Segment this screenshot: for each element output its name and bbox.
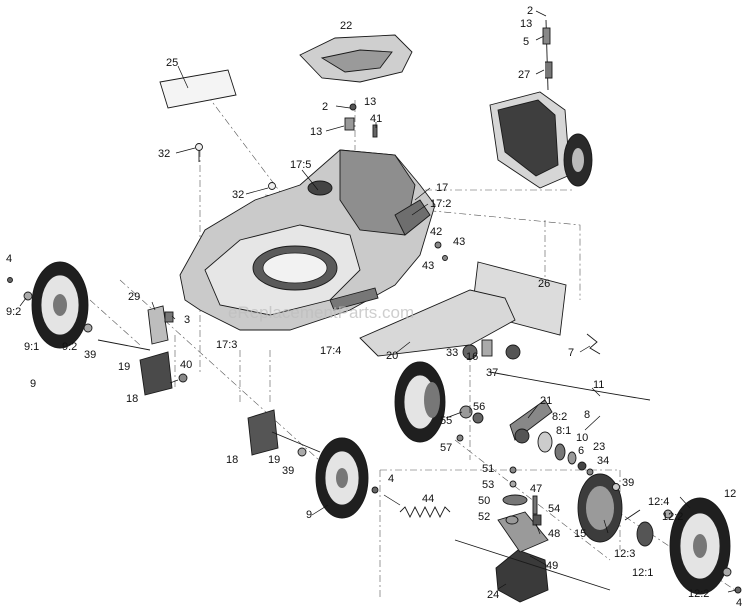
part-44-spring xyxy=(399,505,451,519)
part-15-wheel-cover xyxy=(577,473,623,543)
transmission-assembly xyxy=(454,466,611,603)
callout-2-top: 2 xyxy=(527,5,533,17)
callout-39-b: 39 xyxy=(282,465,294,477)
callout-51: 51 xyxy=(482,463,494,475)
callout-7: 7 xyxy=(568,347,574,359)
callout-8-2: 8:2 xyxy=(552,411,567,423)
callout-54: 54 xyxy=(548,503,560,515)
deck-hardware xyxy=(195,103,448,261)
callout-44: 44 xyxy=(422,493,434,505)
callout-43-a: 43 xyxy=(453,236,465,248)
callout-3: 3 xyxy=(184,314,190,326)
callout-9-a: 9 xyxy=(30,378,36,390)
callout-27: 27 xyxy=(518,69,530,81)
callout-37: 37 xyxy=(486,367,498,379)
callout-17-5: 17:5 xyxy=(290,159,311,171)
callout-29: 29 xyxy=(128,291,140,303)
callout-25: 25 xyxy=(166,57,178,69)
pinion-gear-stack xyxy=(509,399,594,476)
callout-6: 6 xyxy=(578,445,584,457)
callout-43-b: 43 xyxy=(422,260,434,272)
callout-17-4: 17:4 xyxy=(320,345,341,357)
callout-12-3: 12:3 xyxy=(614,548,635,560)
callout-52: 52 xyxy=(478,511,490,523)
callout-57: 57 xyxy=(440,442,452,454)
callout-12-2-a: 12:2 xyxy=(662,511,683,523)
callout-13-b: 13 xyxy=(310,126,322,138)
callout-4-left: 4 xyxy=(6,253,12,265)
callout-22: 22 xyxy=(340,20,352,32)
callout-labels: 2 13 5 27 22 25 2 13 13 41 32 32 17:5 17… xyxy=(6,5,742,609)
callout-32-b: 32 xyxy=(232,189,244,201)
callout-18-b: 18 xyxy=(226,454,238,466)
callout-41: 41 xyxy=(370,113,382,125)
callout-13-a: 13 xyxy=(364,96,376,108)
callout-19-b: 19 xyxy=(268,454,280,466)
callout-26: 26 xyxy=(538,278,550,290)
callout-8-1: 8:1 xyxy=(556,425,571,437)
callout-21: 21 xyxy=(540,395,552,407)
callout-15: 15 xyxy=(574,528,586,540)
callout-33: 33 xyxy=(446,347,458,359)
wheel-9-left xyxy=(7,261,93,349)
part-25-label-strip xyxy=(159,69,237,109)
callout-55: 55 xyxy=(440,415,452,427)
callout-39-a: 39 xyxy=(84,349,96,361)
callout-5: 5 xyxy=(523,36,529,48)
callout-9-2-b: 9:2 xyxy=(62,341,77,353)
callout-11: 11 xyxy=(593,379,604,391)
callout-24: 24 xyxy=(487,589,499,601)
callout-42: 42 xyxy=(430,226,442,238)
callout-16: 16 xyxy=(466,351,478,363)
callout-9-2-a: 9:2 xyxy=(6,306,21,318)
callout-50: 50 xyxy=(478,495,490,507)
part-11-drive-cable xyxy=(489,371,651,401)
watermark-text: eReplacementParts.com xyxy=(228,303,414,322)
callout-leader-lines xyxy=(19,10,737,593)
part-22-upper-cover xyxy=(299,34,413,83)
callout-2-mid: 2 xyxy=(322,101,328,113)
callout-12: 12 xyxy=(724,488,736,500)
callout-56: 56 xyxy=(473,401,485,413)
wheel-9-middle xyxy=(315,437,379,519)
callout-49: 49 xyxy=(546,560,558,572)
callout-34: 34 xyxy=(597,455,609,467)
callout-12-2-b: 12:2 xyxy=(688,588,709,600)
height-adjuster-left xyxy=(97,305,188,396)
callout-8: 8 xyxy=(584,409,590,421)
callout-17-2: 17:2 xyxy=(430,198,451,210)
mower-deck xyxy=(179,149,436,331)
callout-13-top: 13 xyxy=(520,18,532,30)
part-20-baffle xyxy=(359,289,516,357)
callout-19-a: 19 xyxy=(118,361,130,373)
callout-23: 23 xyxy=(593,441,605,453)
height-adjuster-rear-left xyxy=(247,409,321,457)
height-adjuster-right xyxy=(462,333,601,360)
callout-17-3: 17:3 xyxy=(216,339,237,351)
wheel-12-right xyxy=(624,497,742,595)
callout-17: 17 xyxy=(436,182,448,194)
callout-12-4: 12:4 xyxy=(648,496,669,508)
callout-12-1: 12:1 xyxy=(632,567,653,579)
rear-discharge-assembly xyxy=(489,19,593,189)
callout-53: 53 xyxy=(482,479,494,491)
callout-4-mid: 4 xyxy=(388,473,394,485)
callout-40: 40 xyxy=(180,359,192,371)
callout-20: 20 xyxy=(386,350,398,362)
wheel-drive-rear xyxy=(394,361,484,443)
callout-39-c: 39 xyxy=(622,477,634,489)
callout-9-1: 9:1 xyxy=(24,341,39,353)
callout-9-b: 9 xyxy=(306,509,312,521)
callout-18-a: 18 xyxy=(126,393,138,405)
callout-48: 48 xyxy=(548,528,560,540)
callout-4-right: 4 xyxy=(736,597,742,609)
callout-47: 47 xyxy=(530,483,542,495)
callout-10: 10 xyxy=(576,432,588,444)
callout-32-a: 32 xyxy=(158,148,170,160)
